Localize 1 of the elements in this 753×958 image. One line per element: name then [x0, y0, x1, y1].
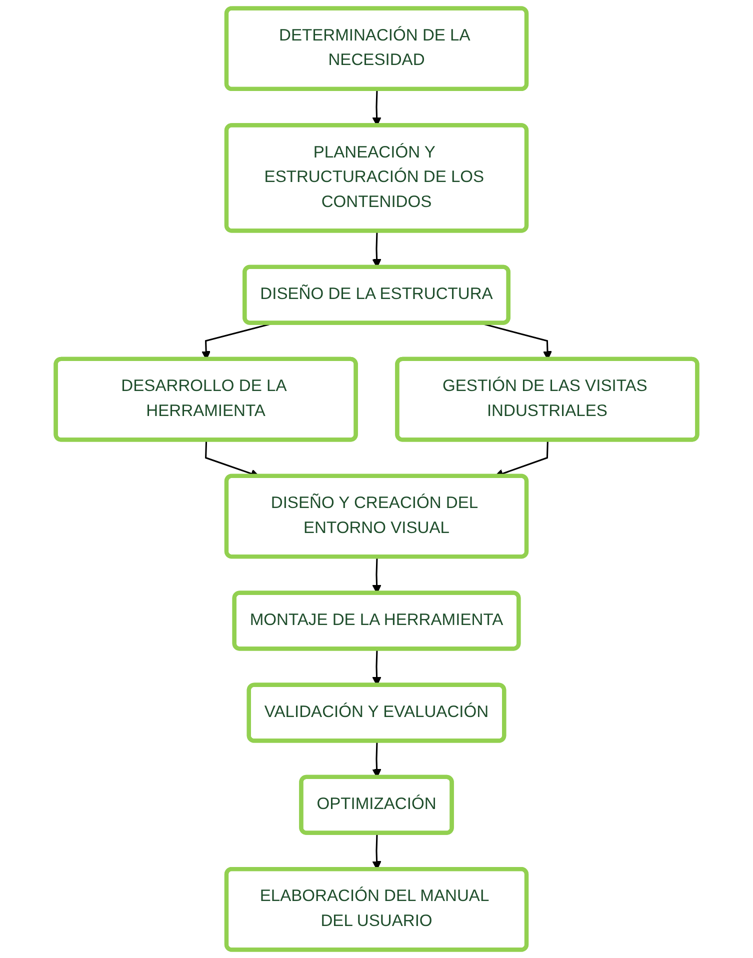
flowchart: DETERMINACIÓN DE LA NECESIDAD PLANEACIÓN Y ESTRUCTURACIÓN DE LOS CONTENIDOS DISEÑO DE LA ESTRUCTURA DESARROLLO DE LA HERRAMIENTA GESTIÓN DE LAS VISITAS INDUSTRIALES DISEÑO Y CREACIÓN DEL ENTORNO VISUAL MONTAJE DE LA HERRAMIENTA VALIDACIÓN Y EVALUACIÓN OPTIMIZACIÓN ELABORACIÓN DEL MANUAL DEL USUARIO — [0, 0, 753, 958]
